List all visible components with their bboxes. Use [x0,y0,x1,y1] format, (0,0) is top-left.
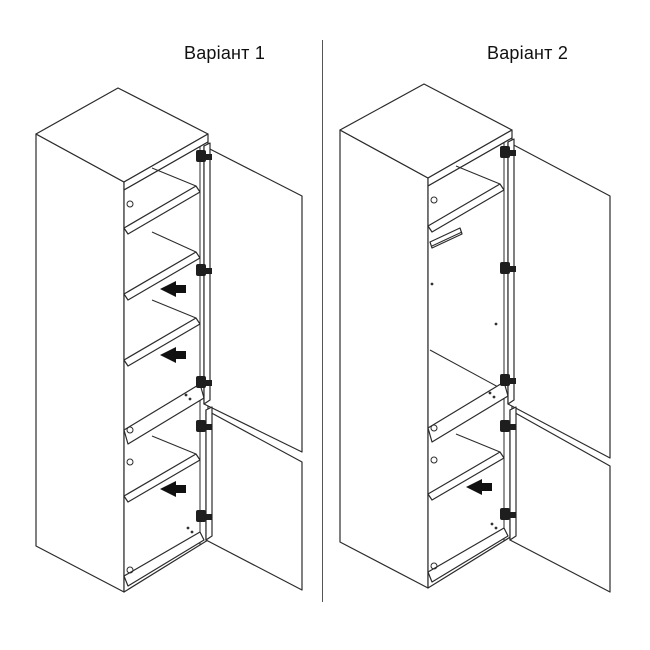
hinges [196,150,212,522]
arrow-right-icon [466,479,492,495]
hinge-icon [500,146,516,158]
hinge-icon [500,262,516,274]
arrow-right-icon [160,347,186,363]
shelf [123,185,201,235]
cabinet-variant-2 [339,83,611,593]
bottom-shelf [123,531,205,587]
hinge-icon [196,264,212,276]
shelf [427,451,505,501]
cabinet-variant-1 [35,87,303,593]
arrow-right-icon [160,281,186,297]
shelf [123,453,201,503]
lower-door-edge [205,406,213,541]
hinge-icon [196,420,212,432]
hinge-icon [196,150,212,162]
variant-divider [322,40,323,602]
variant-1-title: Варіант 1 [184,43,266,63]
lower-door-edge [509,406,517,541]
shelf [123,317,201,367]
shelves [123,167,205,587]
upper-door [507,141,611,459]
bottom-shelf [427,527,509,583]
cabinet-side-panel [35,133,125,593]
shelf-pins [430,196,498,570]
hanging-rail [429,227,463,249]
hinges [500,146,516,520]
shelf-pins [126,200,194,574]
hinge-icon [196,510,212,522]
shelf [123,251,201,301]
shelf [427,183,505,233]
arrow-right-icon [160,481,186,497]
upper-door [203,145,303,453]
hinge-icon [500,374,516,386]
cabinet-side-panel [339,129,429,589]
hinge-icon [196,376,212,388]
hinge-icon [500,508,516,520]
hinge-icon [500,420,516,432]
variant-2-title: Варіант 2 [487,43,569,63]
